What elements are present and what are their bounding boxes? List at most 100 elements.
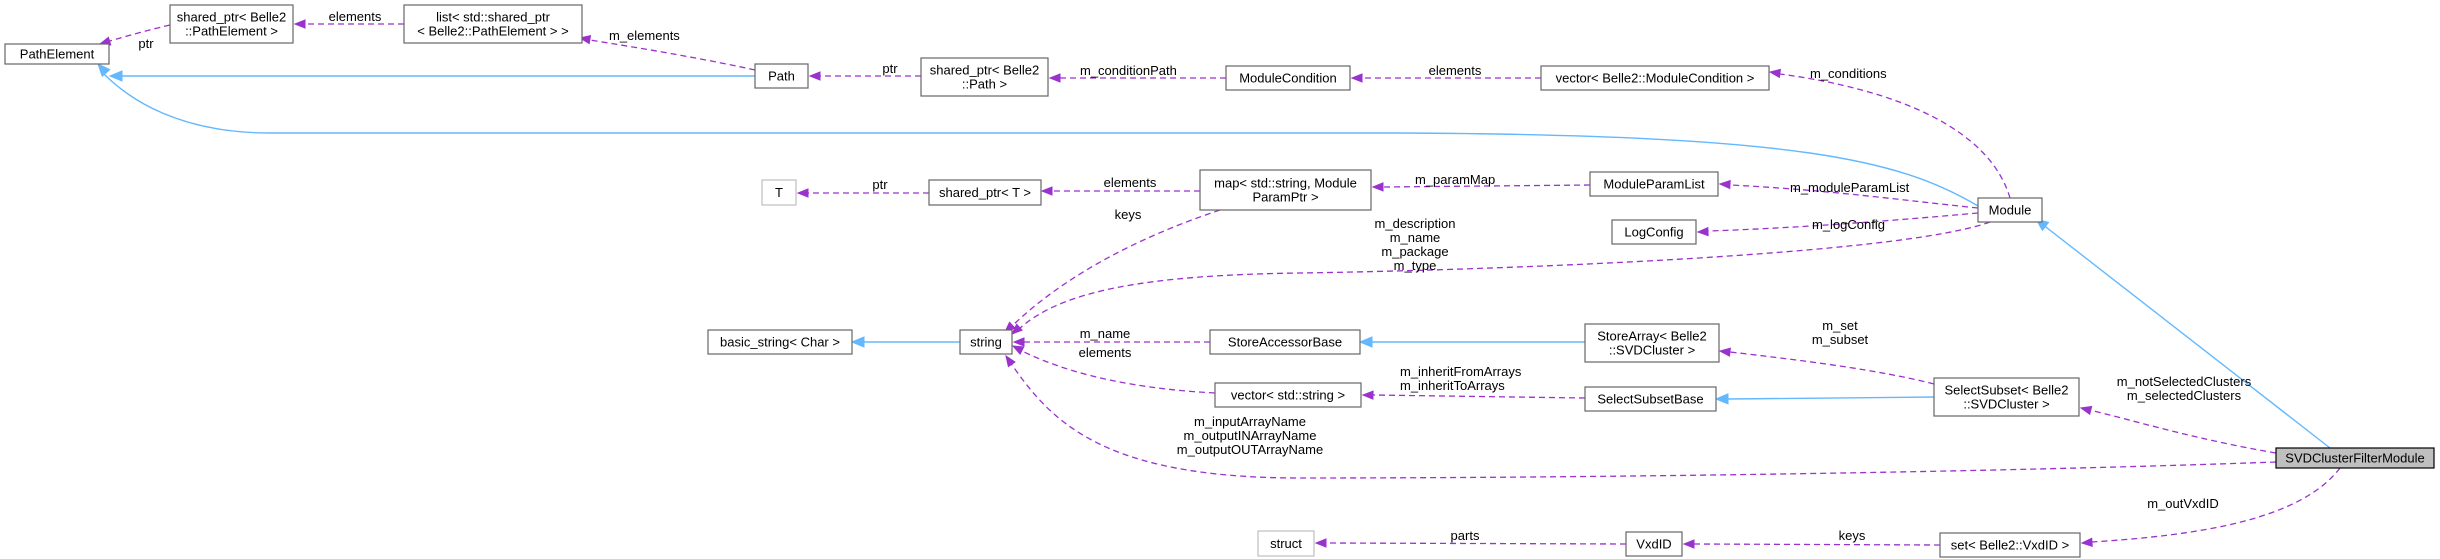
class-node-pathelement[interactable]: PathElement: [4, 43, 110, 65]
edge-e-select-subset-inherit: [1714, 393, 1935, 405]
edge-label-line: m_paramMap: [1415, 172, 1495, 187]
edge-label-line: m_elements: [609, 28, 680, 43]
edge-label-e-map-keys: keys: [1115, 207, 1142, 222]
edge-label-line: keys: [1115, 207, 1142, 222]
class-node-vector-string[interactable]: vector< std::string >: [1214, 382, 1362, 408]
class-node-shared-ptr-path[interactable]: shared_ptr< Belle2::Path >: [920, 57, 1049, 97]
class-node-module[interactable]: Module: [1977, 197, 2043, 223]
edge-e-path-inherit: [108, 70, 755, 82]
edge-e-vector-cond: [1350, 73, 1541, 83]
class-node-box: [2275, 447, 2435, 469]
edge-label-e-param-map: m_paramMap: [1415, 172, 1495, 187]
edge-line: [1011, 209, 1221, 327]
usage-arrowhead: [1718, 347, 1731, 357]
usage-arrowhead: [1011, 345, 1025, 355]
edge-label-line: parts: [1451, 528, 1480, 543]
edge-label-line: m_name: [1390, 230, 1441, 245]
class-node-label: T: [775, 185, 783, 200]
edge-label-line: ptr: [882, 61, 898, 76]
class-node-vector-modulecondition[interactable]: vector< Belle2::ModuleCondition >: [1540, 65, 1770, 91]
usage-arrowhead: [1682, 539, 1695, 549]
class-node-label: ModuleCondition: [1239, 71, 1337, 86]
class-node-moduleparamlist[interactable]: ModuleParamList: [1589, 171, 1719, 197]
class-node-selectsubset[interactable]: SelectSubset< Belle2::SVDCluster >: [1933, 377, 2080, 417]
edge-e-condition-path: [1048, 73, 1226, 83]
inheritance-arrowhead: [850, 336, 865, 348]
usage-arrowhead: [1040, 186, 1053, 196]
edge-label-line: m_conditions: [1810, 66, 1887, 81]
edge-label-line: m_name: [1080, 326, 1131, 341]
class-node-list-shared-ptr[interactable]: list< std::shared_ptr< Belle2::PathEleme…: [403, 4, 583, 44]
edge-e-parts: [1314, 538, 1627, 548]
class-node-label: basic_string< Char >: [720, 335, 840, 350]
class-node-box: [1225, 65, 1351, 91]
class-node-box: [4, 43, 110, 65]
class-node-storearray[interactable]: StoreArray< Belle2::SVDCluster >: [1584, 323, 1720, 363]
class-node-label: ParamPtr >: [1252, 190, 1318, 205]
class-node-svdclusterfiltermodule[interactable]: SVDClusterFilterModule: [2275, 447, 2435, 469]
class-node-storeaccessorbase[interactable]: StoreAccessorBase: [1209, 329, 1361, 355]
edge-label-line: keys: [1839, 528, 1866, 543]
edge-line: [1693, 543, 1941, 546]
class-node-box: [403, 4, 583, 44]
edge-label-e-list: elements: [329, 9, 382, 24]
edge-line: [1325, 542, 1627, 545]
edge-line: [2041, 223, 2331, 449]
edge-label-line: elements: [1429, 63, 1482, 78]
class-node-box: [707, 329, 853, 355]
usage-arrowhead: [1371, 182, 1384, 192]
edge-line: [1019, 349, 1216, 394]
class-node-modulecondition[interactable]: ModuleCondition: [1225, 65, 1351, 91]
class-node-shared-ptr-t[interactable]: shared_ptr< T >: [928, 179, 1042, 206]
inheritance-arrowhead: [108, 70, 123, 82]
edge-label-line: m_type: [1394, 258, 1437, 273]
edge-label-e-map-elements: elements: [1104, 175, 1157, 190]
class-node-vxdid[interactable]: VxdID: [1625, 531, 1683, 557]
class-node-label: SelectSubset< Belle2: [1945, 383, 2069, 398]
class-node-selectsubsetbase[interactable]: SelectSubsetBase: [1584, 386, 1717, 412]
edge-line: [103, 73, 1979, 207]
edge-label-e-keys-vxd: keys: [1839, 528, 1866, 543]
class-node-label: ::Path >: [962, 77, 1007, 92]
edge-label-e-condition-path: m_conditionPath: [1080, 63, 1177, 78]
edge-line: [589, 39, 756, 71]
class-node-logconfig[interactable]: LogConfig: [1611, 219, 1697, 245]
class-node-shared-ptr-pathelement[interactable]: shared_ptr< Belle2::PathElement >: [169, 4, 294, 44]
class-node-label: VxdID: [1636, 537, 1671, 552]
usage-arrowhead: [1350, 73, 1363, 83]
edge-label-line: m_selectedClusters: [2127, 388, 2242, 403]
edge-line: [1017, 221, 1991, 331]
class-node-label: SelectSubsetBase: [1597, 392, 1703, 407]
edge-label-line: m_set: [1822, 318, 1858, 333]
class-node-t[interactable]: T: [761, 179, 797, 206]
class-node-set-vxdid[interactable]: set< Belle2::VxdID >: [1939, 532, 2081, 558]
class-node-label: SVDClusterFilterModule: [2285, 451, 2424, 466]
edge-label-line: ptr: [872, 177, 888, 192]
edge-label-line: m_conditionPath: [1080, 63, 1177, 78]
usage-arrowhead: [1718, 179, 1731, 190]
class-node-label: StoreArray< Belle2: [1597, 329, 1706, 344]
edge-label-e-vector-string-elements: elements: [1079, 345, 1132, 360]
class-node-basic-string[interactable]: basic_string< Char >: [707, 329, 853, 355]
usage-arrowhead: [1011, 323, 1023, 335]
class-node-path[interactable]: Path: [754, 63, 809, 89]
usage-arrowhead: [808, 71, 821, 81]
edge-e-param-map: [1371, 182, 1591, 192]
edge-e-conditions: [1768, 68, 2011, 199]
edge-label-e-module-param-list: m_moduleParamList: [1790, 180, 1910, 195]
class-node-box: [754, 63, 809, 89]
class-node-box: [1584, 386, 1717, 412]
class-node-string[interactable]: string: [959, 329, 1013, 355]
class-node-box: [920, 57, 1049, 97]
edge-e-store-array-inherit: [1358, 336, 1585, 348]
edge-label-e-vector-cond: elements: [1429, 63, 1482, 78]
edge-e-set-subset: [1718, 347, 1935, 385]
class-node-struct[interactable]: struct: [1257, 530, 1315, 557]
class-node-box: [1214, 382, 1362, 408]
